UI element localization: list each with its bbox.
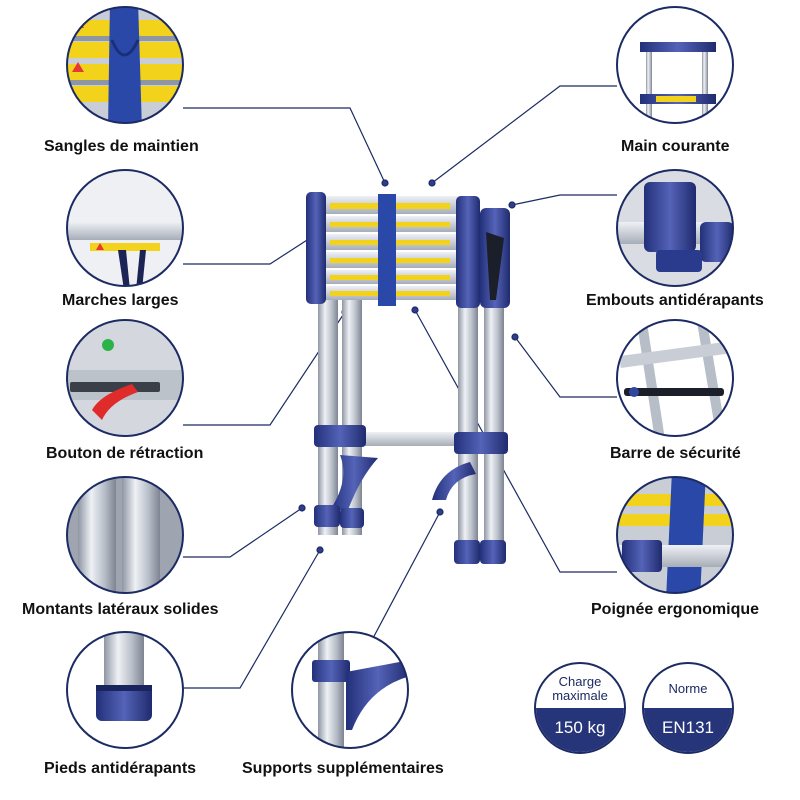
norm-value: EN131	[644, 708, 732, 752]
detail-safety-bar	[616, 319, 734, 437]
label-handrail: Main courante	[621, 138, 730, 155]
leader-lines	[183, 85, 617, 689]
label-handle: Poignée ergonomique	[591, 601, 760, 618]
norm-badge: Norme EN131	[642, 662, 734, 754]
detail-end-caps	[616, 169, 734, 287]
label-extra-supports: Supports supplémentaires	[242, 760, 444, 777]
label-safety-bar: Barre de sécurité	[610, 445, 741, 462]
detail-straps	[66, 6, 184, 124]
detail-extra-supports	[291, 631, 409, 749]
label-end-caps: Embouts antidérapants	[586, 292, 764, 309]
ladder	[306, 192, 510, 564]
label-feet: Pieds antidérapants	[44, 760, 197, 777]
norm-title: Norme	[668, 681, 708, 696]
max-load-title-line2: maximale	[552, 688, 608, 703]
detail-handle	[616, 476, 734, 594]
max-load-title-line1: Charge	[558, 674, 602, 689]
max-load-value: 150 kg	[536, 708, 624, 752]
label-retraction-button: Bouton de rétraction	[46, 445, 204, 462]
detail-retraction-button	[66, 319, 184, 437]
detail-handrail	[616, 6, 734, 124]
detail-feet	[66, 631, 184, 749]
detail-side-rails	[66, 476, 184, 594]
detail-wide-steps	[66, 169, 184, 287]
label-side-rails: Montants latéraux solides	[22, 601, 219, 618]
label-wide-steps: Marches larges	[62, 292, 179, 309]
label-straps: Sangles de maintien	[44, 138, 199, 155]
